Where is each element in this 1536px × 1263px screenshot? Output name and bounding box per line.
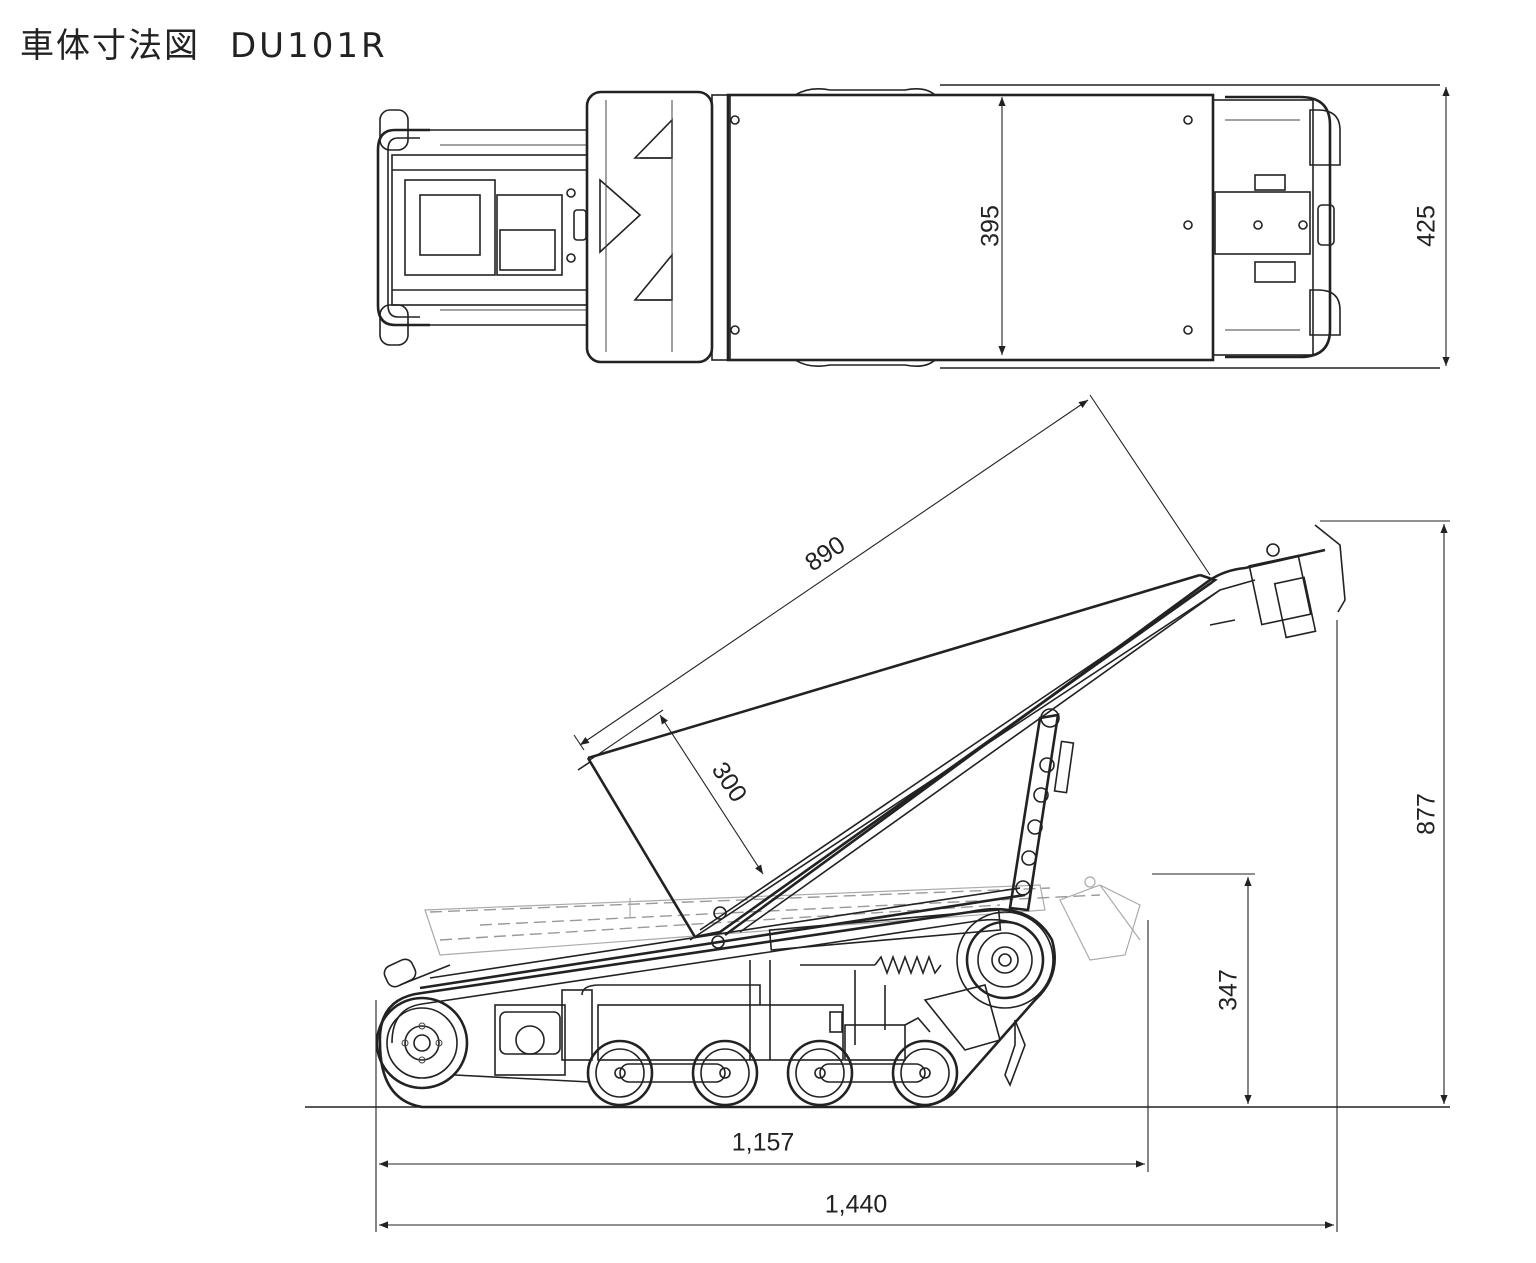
model-name: DU101R xyxy=(230,26,388,66)
top-view xyxy=(376,84,1440,369)
dim-label-347: 347 xyxy=(1215,969,1243,1011)
ghost-lowered-bed xyxy=(424,876,1141,961)
tipped-dump-bed xyxy=(577,573,1221,949)
dim-label-890: 890 xyxy=(800,531,850,578)
dim-line-300 xyxy=(659,714,764,875)
road-wheels xyxy=(454,1039,959,1107)
side-view-dimensions: 890 300 877 347 1,157 1,440 xyxy=(375,394,1450,1232)
title-text: 車体寸法図 xyxy=(20,26,200,66)
dim-line-890 xyxy=(579,399,1089,746)
crawler-track xyxy=(378,908,1056,1109)
dim-label-1157: 1,157 xyxy=(732,1129,795,1157)
dim-label-395: 395 xyxy=(977,205,1005,247)
rear-grip-top xyxy=(379,109,409,151)
dim-label-300: 300 xyxy=(706,757,753,807)
dim-label-1440: 1,440 xyxy=(825,1191,888,1219)
top-dump-bed xyxy=(726,93,1215,362)
side-view xyxy=(305,524,1450,1109)
diagram-title: 車体寸法図 DU101R xyxy=(20,18,388,67)
dim-label-425: 425 xyxy=(1413,205,1441,247)
spring xyxy=(874,954,942,976)
dump-strut xyxy=(1008,708,1075,912)
top-view-dimensions: 395 425 xyxy=(977,87,1450,366)
front-handle xyxy=(724,524,1346,937)
dim-label-877: 877 xyxy=(1413,793,1441,835)
